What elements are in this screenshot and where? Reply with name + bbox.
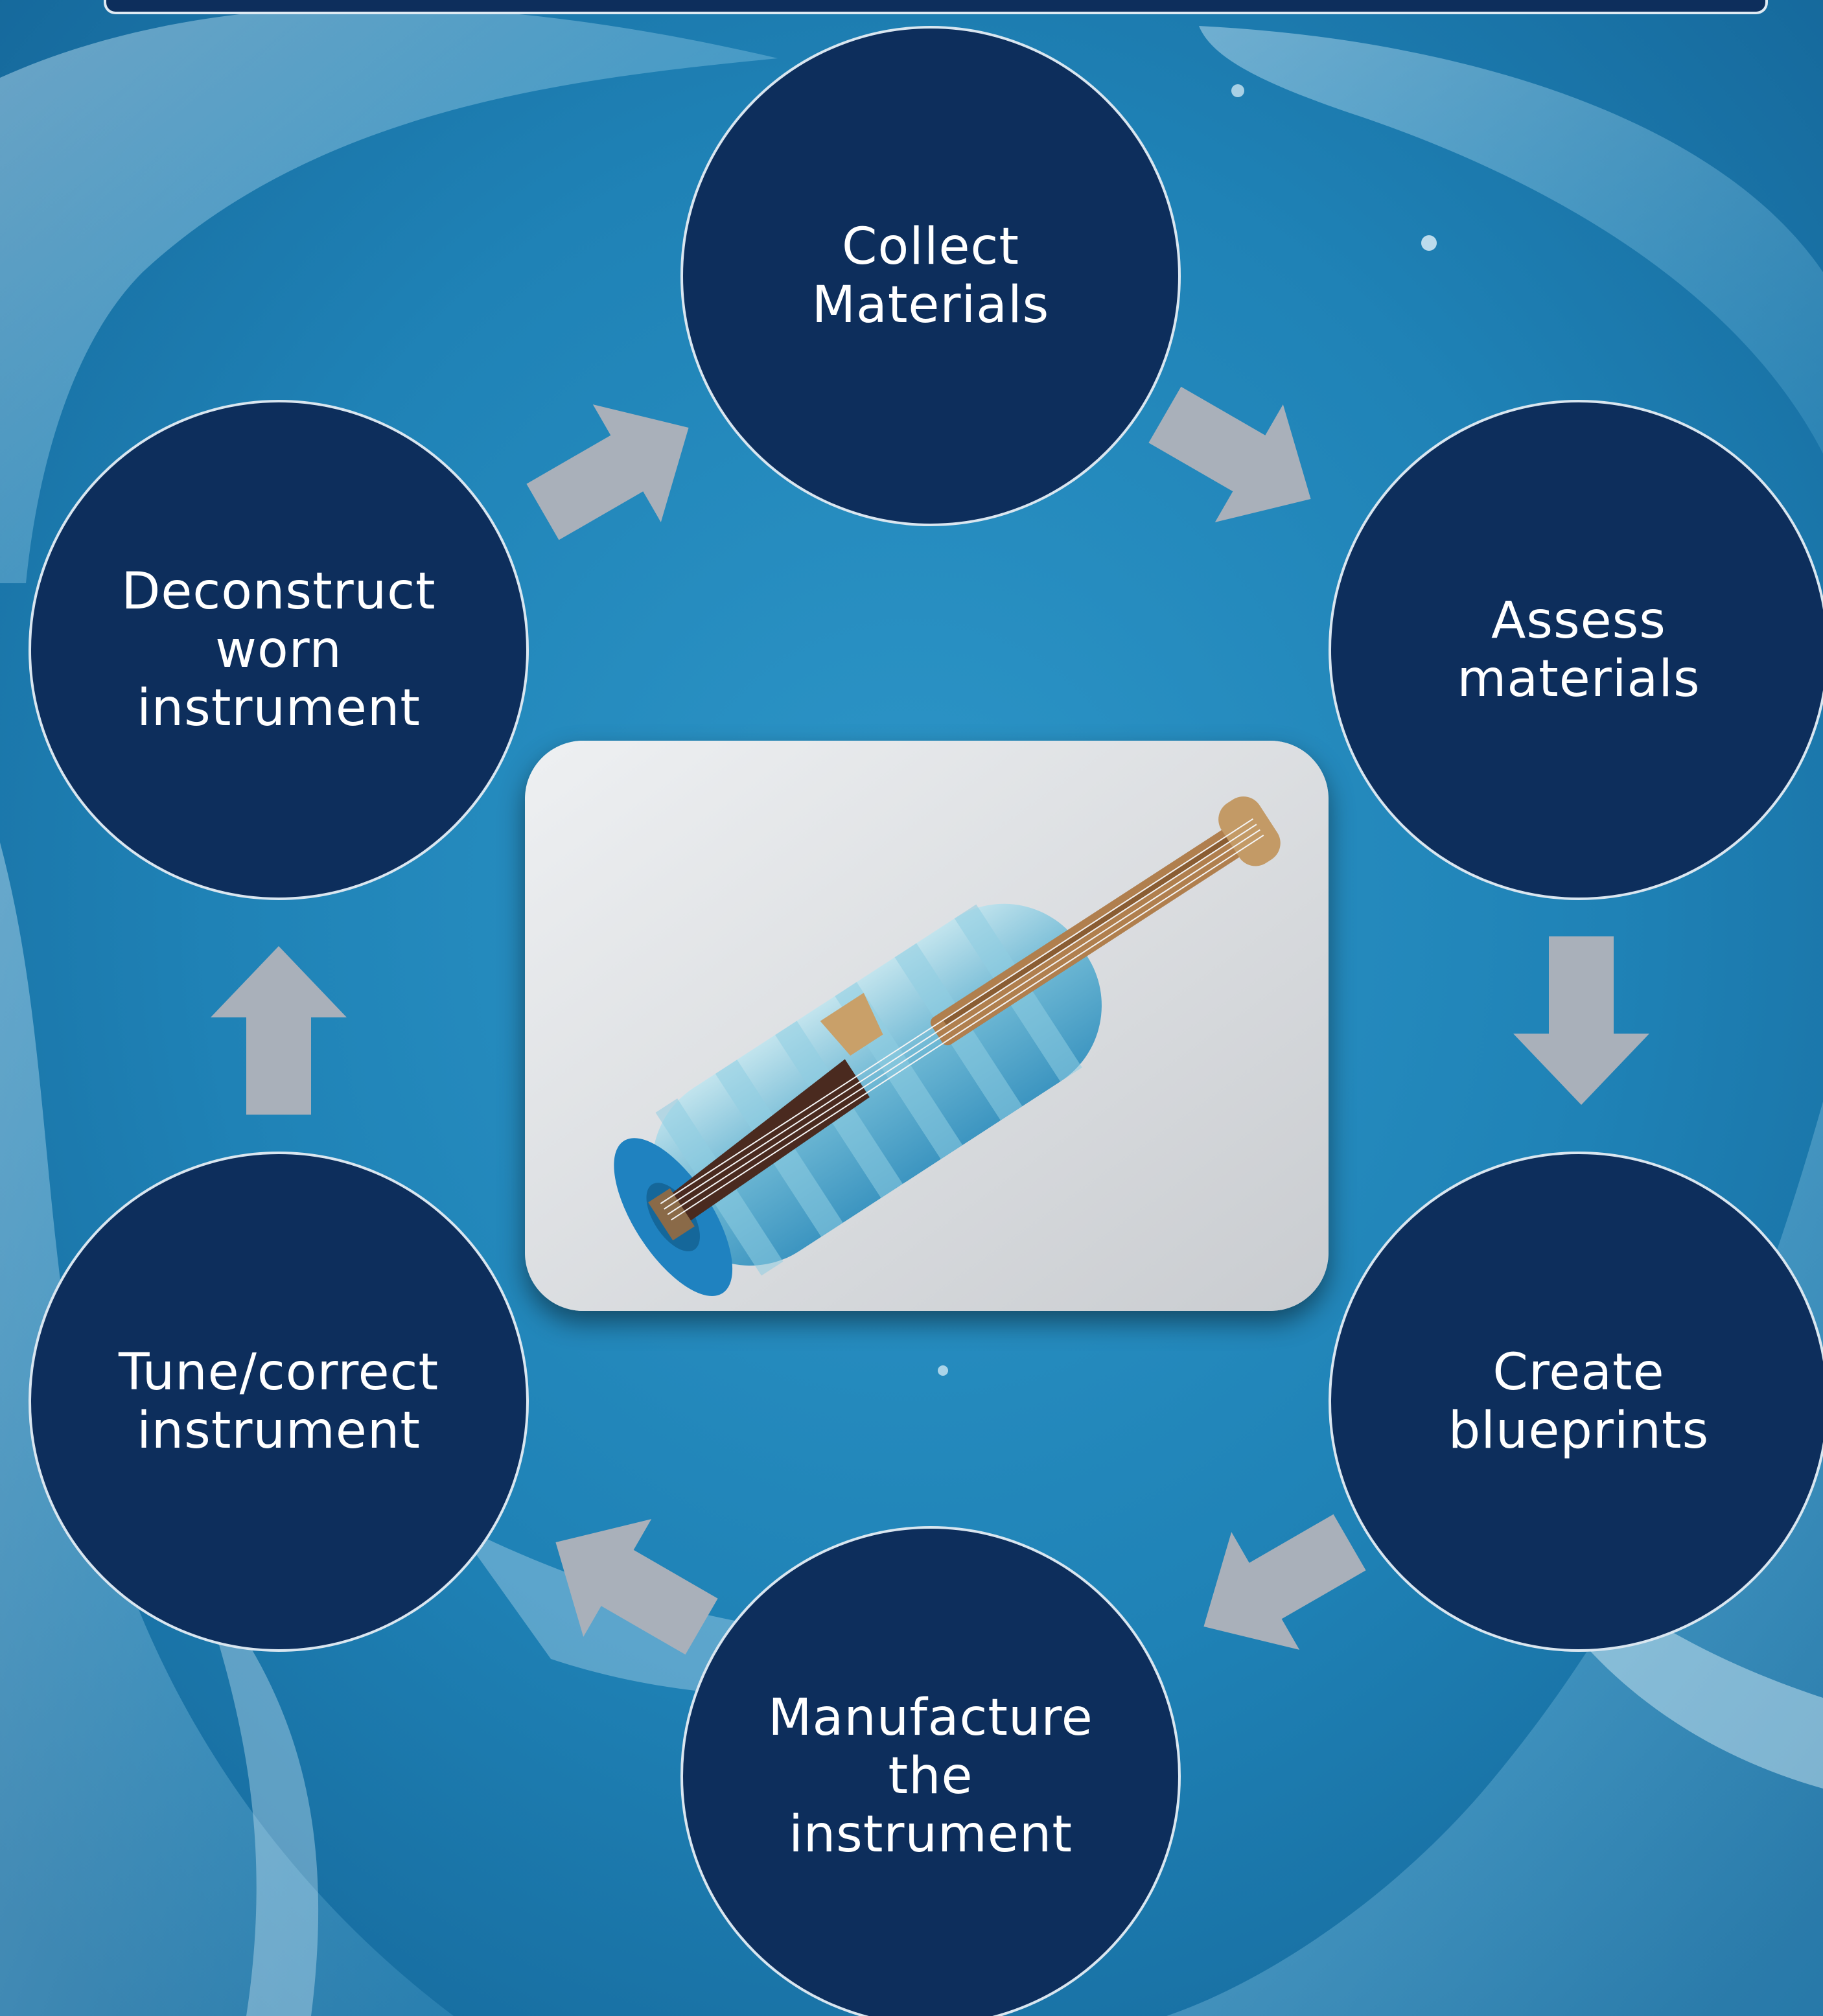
step-label: Deconstruct worn instrument (121, 562, 436, 737)
water-bottle-instrument-photo (525, 741, 1329, 1311)
step-tune-correct-instrument: Tune/correct instrument (29, 1152, 529, 1652)
title-bar (104, 0, 1768, 14)
arrow-icon (1170, 1483, 1384, 1686)
step-create-blueprints: Create blueprints (1329, 1152, 1823, 1652)
step-assess-materials: Assess materials (1329, 400, 1823, 900)
step-deconstruct-worn-instrument: Deconstruct worn instrument (29, 400, 529, 900)
step-label: Collect Materials (811, 218, 1050, 334)
step-collect-materials: Collect Materials (680, 26, 1181, 526)
arrow-icon (522, 1483, 736, 1686)
arrow-icon (509, 369, 723, 571)
step-label: Create blueprints (1448, 1343, 1710, 1460)
arrow-icon (1513, 936, 1649, 1105)
arrow-icon (211, 946, 347, 1115)
step-label: Tune/correct instrument (118, 1343, 439, 1460)
arrow-icon (1131, 356, 1345, 558)
instrument-illustration (525, 741, 1329, 1311)
step-manufacture-instrument: Manufacture the instrument (680, 1526, 1181, 2016)
step-label: Assess materials (1457, 592, 1701, 708)
step-label: Manufacture the instrument (768, 1689, 1093, 1864)
